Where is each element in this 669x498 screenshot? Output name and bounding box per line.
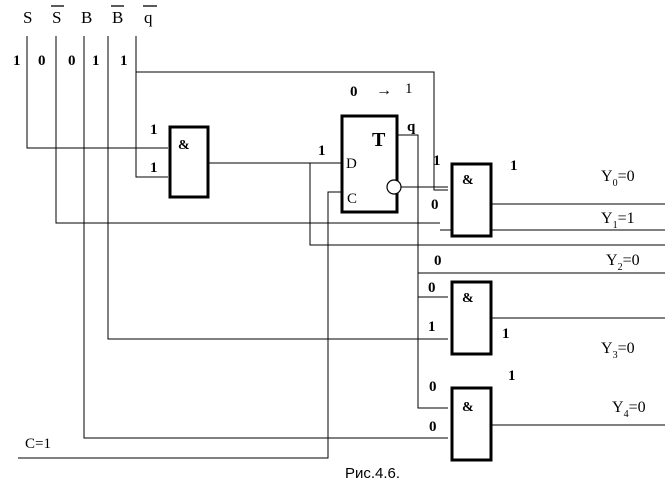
wires — [18, 36, 665, 459]
wire-clock — [18, 191, 341, 459]
clock-label: C=1 — [25, 436, 51, 452]
input-s-label: S — [23, 8, 32, 27]
and-gate-1: & 1 1 — [150, 122, 210, 199]
input-s-bar-value: 0 — [38, 53, 46, 69]
and-gate-y4-in-bottom-value: 0 — [429, 419, 437, 435]
wire-trigger-q — [397, 134, 448, 409]
and-gate-y3-in-bottom-value: 1 — [428, 319, 436, 335]
input-b-label: B — [81, 8, 92, 27]
wire-q-bar-and1 — [135, 72, 168, 178]
and-gate-y3-out-value: 1 — [502, 326, 510, 342]
wire-b — [83, 36, 448, 439]
and-gate-y4-in-top-value: 0 — [429, 379, 437, 395]
input-s-bar-label: S — [52, 8, 61, 27]
input-b-bar-value: 1 — [92, 53, 100, 69]
and-gate-y0-in-bottom-value: 0 — [431, 197, 439, 213]
wire-b-bar — [107, 36, 448, 340]
and-gate-y4-out-value: 1 — [508, 368, 516, 384]
input-b-value: 0 — [68, 53, 76, 69]
output-y0: Y0=0 — [601, 168, 635, 189]
and-gate-y3-in-top-value: 0 — [428, 280, 436, 296]
output-y2: Y2=0 — [606, 252, 640, 273]
and-gate-y0-in-top-value: 1 — [433, 153, 441, 169]
inversion-bubble — [386, 179, 402, 195]
wire-and1-out — [208, 162, 665, 246]
and-gate-y0-symbol: & — [462, 173, 474, 188]
and-gate-1-symbol: & — [178, 138, 190, 153]
t-trigger-body — [340, 114, 399, 214]
and-gate-1-in-bottom-value: 1 — [150, 160, 158, 176]
transition-from: 0 — [350, 84, 358, 100]
state-transition: 0 → 1 — [350, 81, 413, 100]
and-gate-y3-symbol: & — [462, 291, 474, 306]
output-y4: Y4=0 — [612, 399, 646, 420]
t-trigger-d-value: 1 — [318, 143, 326, 159]
wire-s — [26, 36, 168, 149]
output-y3: Y3=0 — [601, 340, 635, 361]
wire-s-bar — [55, 36, 440, 224]
output-y1: Y1=1 — [601, 210, 635, 231]
input-b-bar-label: B — [112, 8, 123, 27]
t-trigger-pin-d: D — [346, 156, 357, 172]
wire-q-bar — [135, 36, 448, 191]
input-labels: S S B B q — [23, 5, 157, 27]
input-s-value: 1 — [13, 53, 21, 69]
input-values: 1 0 0 1 1 — [13, 53, 128, 69]
transition-arrow: → — [376, 82, 392, 99]
y2-line-value: 0 — [434, 253, 442, 269]
t-trigger-pin-c: C — [347, 191, 357, 207]
and-gate-y0-body — [450, 162, 493, 238]
transition-to: 1 — [405, 81, 413, 97]
output-labels: Y0=0 Y1=1 Y2=0 Y3=0 Y4=0 — [601, 168, 646, 420]
input-q-bar-label: q — [144, 8, 153, 27]
t-trigger-pin-q: q — [407, 119, 416, 135]
figure-caption: Рис.4.6. — [345, 465, 400, 482]
and-gate-y3-body — [450, 280, 493, 356]
and-gate-y4: & 0 0 1 — [429, 368, 516, 462]
and-gate-y0: & 1 0 1 — [431, 153, 518, 238]
t-trigger: T D C q 1 — [318, 114, 416, 214]
and-gate-y4-symbol: & — [462, 400, 474, 415]
and-gate-y3: & 0 1 1 — [428, 280, 510, 356]
input-q-bar-value: 1 — [120, 53, 128, 69]
and-gate-y4-body — [450, 386, 493, 462]
and-gate-1-in-top-value: 1 — [150, 122, 158, 138]
t-trigger-name: T — [372, 129, 386, 151]
and-gate-1-body — [168, 125, 210, 199]
and-gate-y0-out-value: 1 — [510, 158, 518, 174]
